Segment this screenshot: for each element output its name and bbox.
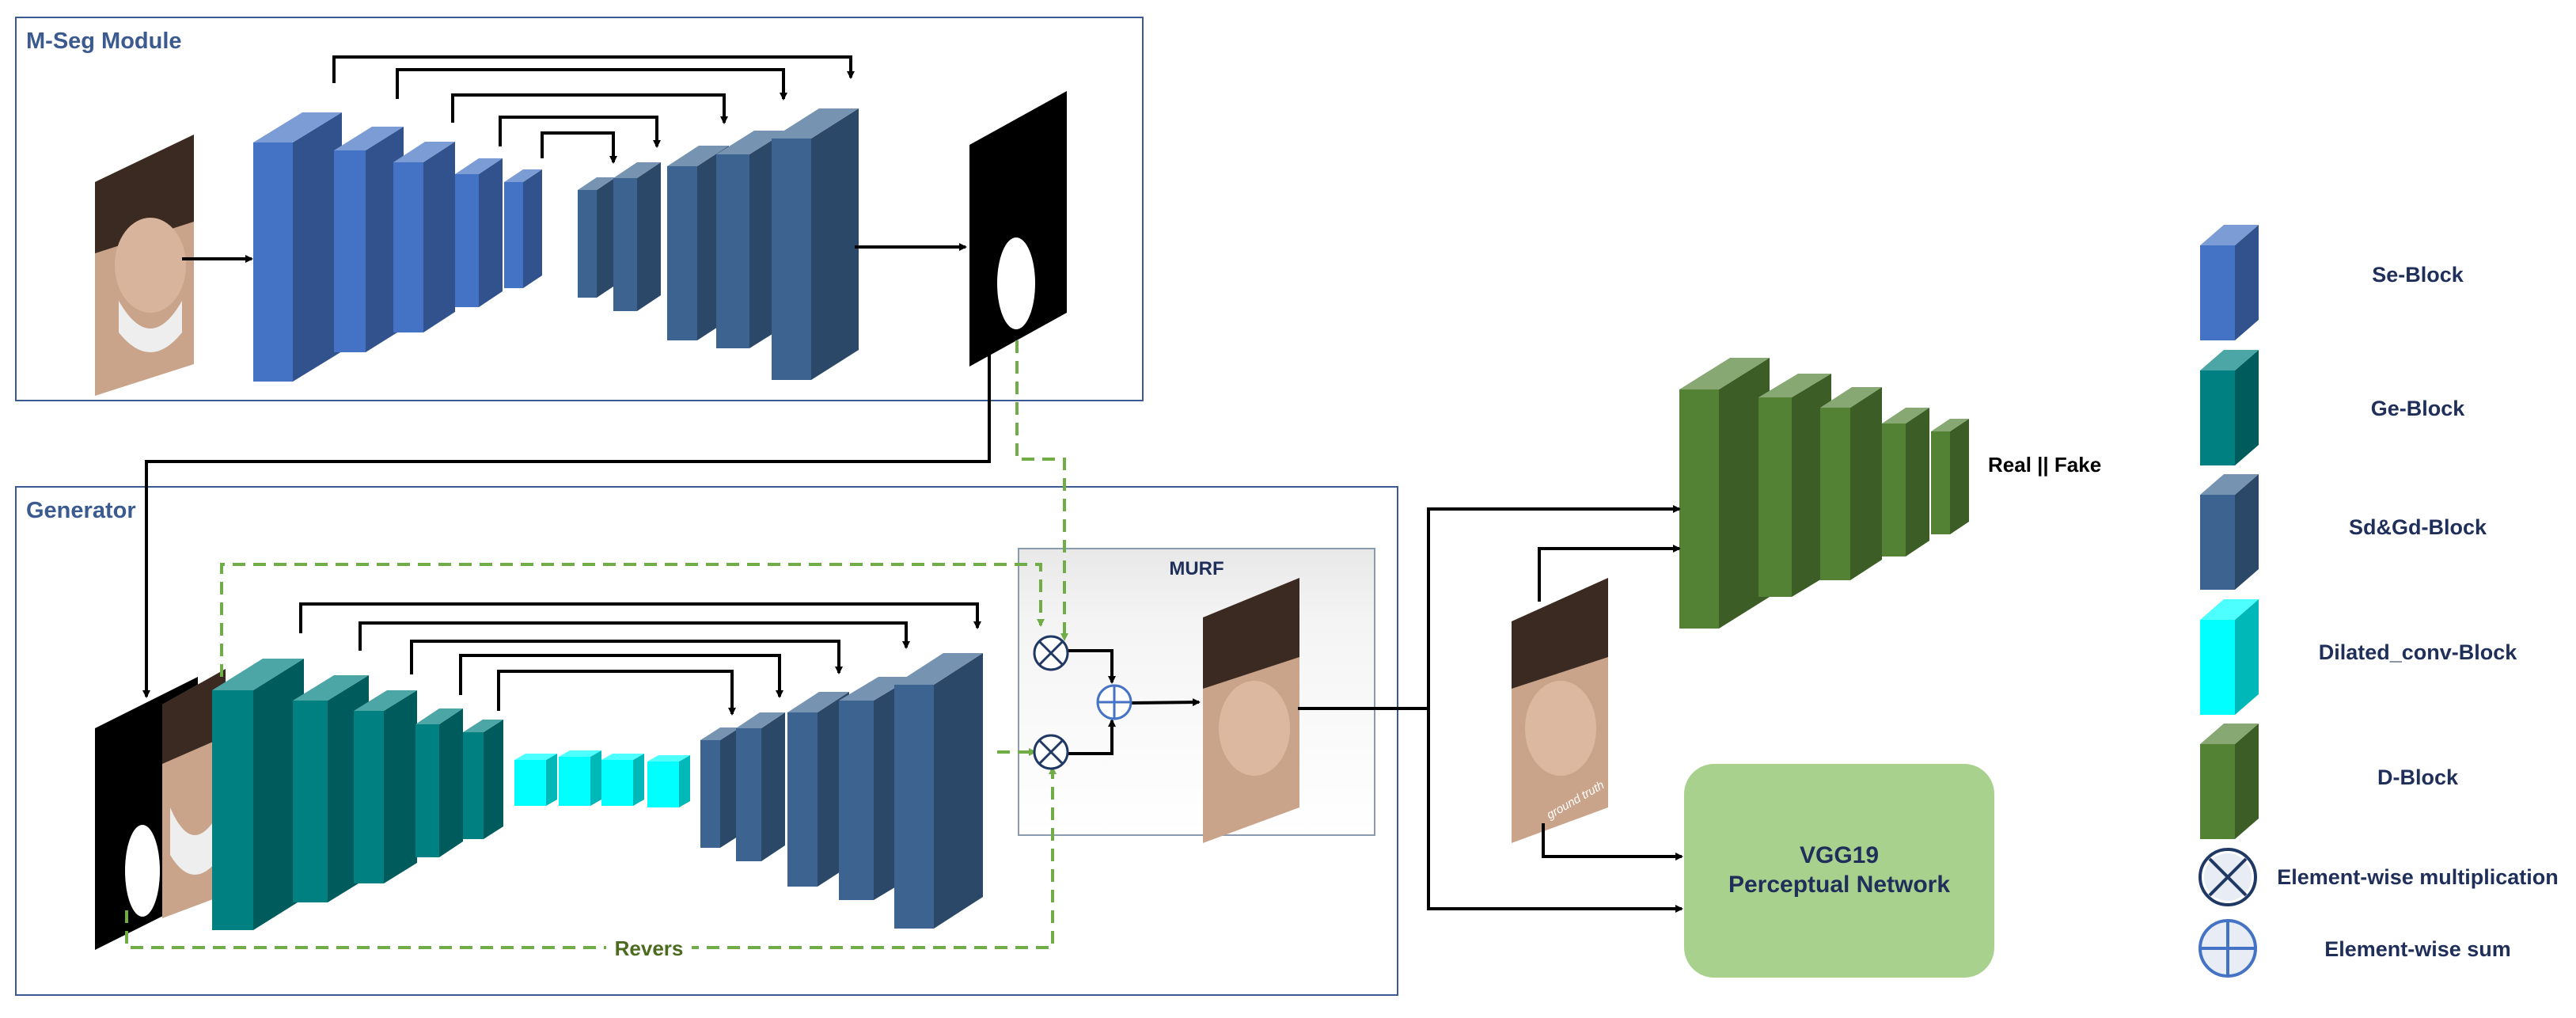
mseg-encoder-se-block <box>253 112 342 382</box>
segmentation-mask-output <box>969 91 1067 367</box>
legend-label-sdgd: Sd&Gd-Block <box>2349 515 2487 539</box>
legend-label-multiply: Element-wise multiplication <box>2277 865 2559 889</box>
legend-sum-icon <box>2199 919 2257 978</box>
generator-decoder-sdgd-block <box>894 653 983 929</box>
legend-label-se: Se-Block <box>2372 263 2464 287</box>
murf-title: MURF <box>1169 558 1224 579</box>
murf-output-face <box>1203 578 1299 843</box>
murf-sum-icon <box>1096 684 1132 720</box>
mseg-decoder-sdgd-block <box>613 162 661 311</box>
generator-encoder-ge-block <box>463 720 503 839</box>
generator-blocks <box>212 653 983 930</box>
revers-label-bg <box>606 934 692 961</box>
generator-skip-connections <box>220 563 1045 716</box>
discriminator-d-block <box>1820 387 1882 580</box>
ground-truth-face: ground truth <box>1512 578 1608 843</box>
vgg19-subtitle: Perceptual Network <box>1728 872 1950 898</box>
legend-ge-block-icon <box>2200 350 2259 465</box>
legend: Se-Block Ge-Block Sd&Gd-Block Dilated_co… <box>2199 225 2559 978</box>
generator-encoder-ge-block <box>354 690 417 883</box>
generator-dilated-conv-block <box>559 750 601 806</box>
mseg-encoder-se-block <box>504 169 542 288</box>
mseg-skip-connections <box>332 55 855 164</box>
discriminator-d-block <box>1931 419 1969 534</box>
mseg-encoder-se-block <box>455 158 503 307</box>
vgg19-box <box>1684 764 1994 978</box>
legend-label-d: D-Block <box>2377 765 2459 789</box>
mseg-encoder-se-block <box>334 127 404 352</box>
legend-multiply-icon <box>2199 848 2257 906</box>
murf-box <box>1018 548 1375 836</box>
generator-decoder-sdgd-block <box>700 727 740 848</box>
mseg-blocks <box>253 108 859 382</box>
real-fake-label: Real || Fake <box>1988 453 2101 477</box>
generator-decoder-sdgd-block <box>736 712 785 861</box>
vgg19-title: VGG19 <box>1800 842 1879 868</box>
discriminator-d-block <box>1882 408 1929 556</box>
input-face-image <box>95 135 194 396</box>
mseg-decoder-sdgd-block <box>578 177 616 298</box>
revers-label: Revers <box>615 936 684 960</box>
discriminator-d-block <box>1679 358 1770 629</box>
mseg-module-frame <box>15 17 1144 401</box>
legend-d-block-icon <box>2200 724 2259 839</box>
generator-dilated-conv-block <box>647 755 690 807</box>
discriminator-blocks <box>1679 358 1969 629</box>
murf-multiply-bottom-icon <box>1033 734 1069 770</box>
legend-sdgd-block-icon <box>2200 474 2259 590</box>
generator-dilated-conv-block <box>514 754 557 806</box>
murf-multiply-top-icon <box>1033 635 1069 671</box>
legend-se-block-icon <box>2200 225 2259 340</box>
generator-frame <box>15 486 1398 996</box>
legend-dilated-block-icon <box>2200 599 2259 715</box>
legend-label-sum: Element-wise sum <box>2324 937 2511 961</box>
legend-label-dilated: Dilated_conv-Block <box>2319 640 2518 664</box>
mseg-encoder-se-block <box>393 142 455 332</box>
mseg-decoder-sdgd-block <box>772 108 859 380</box>
generator-encoder-ge-block <box>212 659 304 930</box>
legend-label-ge: Ge-Block <box>2371 397 2466 420</box>
generator-dilated-conv-block <box>601 754 644 806</box>
mseg-module-title: M-Seg Module <box>26 28 182 54</box>
generator-encoder-ge-block <box>415 708 463 857</box>
flow-arrows <box>125 243 1683 949</box>
generator-input-face <box>162 669 226 918</box>
generator-title: Generator <box>26 498 136 523</box>
